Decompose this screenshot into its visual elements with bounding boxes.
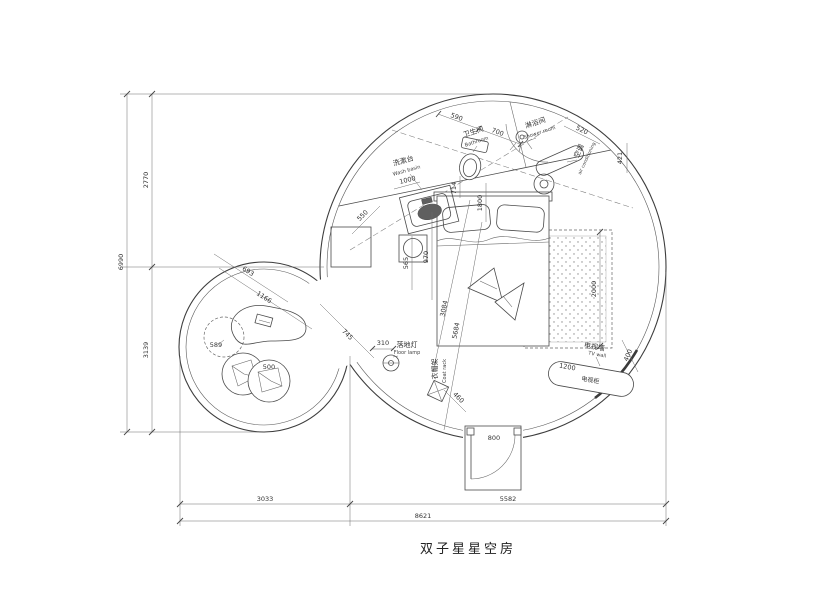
dim-970: 970 [422,251,430,263]
dim-3084: 3084 [438,300,449,318]
dimension-lines-bottom [176,272,670,526]
dim-left-total: 6990 [117,254,125,271]
dim-500: 500 [263,363,275,371]
dim-left-lower: 3139 [142,342,150,359]
toilet [459,136,489,181]
dim-1166: 1166 [255,289,273,305]
nightstand [398,234,428,263]
dim-700: 700 [490,126,504,138]
label-coatrack-en: Coat rack [442,359,448,383]
wash-basin [398,184,460,235]
label-tvwall-cn: 电视墙 [583,340,605,353]
dim-1800: 1800 [476,195,484,212]
dim-1200: 1200 [559,362,577,373]
dim-bottom-total: 8621 [415,512,432,520]
dim-460: 460 [451,390,465,404]
dim-590: 590 [449,111,463,123]
tv-cabinet [548,361,634,397]
coat-rack [426,379,450,403]
dim-2000: 2000 [590,281,598,298]
pouf-right [247,359,291,403]
drawing-title: 双子星星空房 [420,541,516,557]
dim-520: 520 [575,124,590,137]
label-ac-cn: 空调 [572,143,586,159]
tv-wall [548,349,639,400]
dim-800: 800 [488,434,500,442]
label-floorlamp-cn: 落地灯 [397,340,418,349]
door-opening [463,424,523,441]
dimension-lines-interior [213,110,639,431]
dim-bottom-right: 5582 [500,495,517,503]
lounge-table [231,304,307,345]
dim-589: 589 [210,341,222,349]
dim-550: 550 [355,208,369,222]
label-floorlamp-en: Floor lamp [394,350,421,356]
dim-left-upper: 2770 [142,172,150,189]
label-coatrack-cn: 衣帽架 [430,359,439,380]
air-conditioner [533,145,584,195]
shower-head-icon [509,130,533,153]
dim-693: 693 [241,265,256,278]
floor-lamp [382,354,400,372]
label-tvwall-en: TV wall [587,350,607,359]
passage-opening [305,274,364,370]
dimension-lines-left [120,90,488,436]
dim-421: 421 [616,152,624,164]
dim-1000: 1000 [399,174,417,186]
bed [433,191,553,347]
reference-lines [349,116,634,251]
dim-714: 714 [450,182,458,194]
dim-bottom-left: 3033 [257,495,274,503]
dim-565: 565 [402,257,410,269]
dim-5684: 5684 [451,322,462,340]
label-tvcabinet: 电视柜 [581,375,600,386]
entry-door [464,425,522,491]
dim-310: 310 [377,339,389,347]
wall-niche [330,226,372,268]
bathroom-partition [338,101,612,207]
lounge-dashed-circle [203,316,245,358]
